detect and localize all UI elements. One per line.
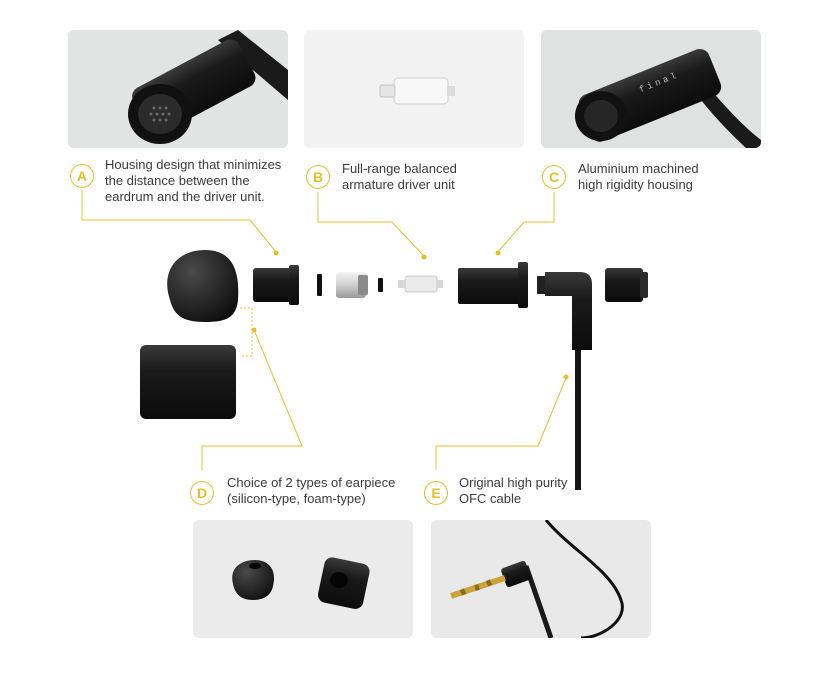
- dotted-guide: [240, 307, 253, 357]
- leader-line-c: [497, 192, 555, 253]
- callout-e-text: Original high purity OFC cable: [459, 475, 568, 506]
- leader-line-b: [317, 192, 425, 257]
- badge-a: A: [70, 164, 94, 188]
- ba-driver-part: [398, 275, 443, 293]
- callout-a-text: Housing design that minimizes the distan…: [105, 157, 282, 204]
- small-ring-part-2: [378, 278, 383, 292]
- cable-plug-photo: [431, 520, 651, 638]
- leader-line-e: [435, 377, 567, 470]
- foam-eartip-part: [140, 345, 236, 419]
- callout-c: C Aluminium machined high rigidity housi…: [542, 161, 699, 193]
- callout-a: A Housing design that minimizes the dist…: [70, 157, 281, 205]
- callout-e: E Original high purity OFC cable: [424, 475, 567, 507]
- silver-cap-part: [336, 272, 368, 298]
- front-nozzle-part: [253, 265, 299, 305]
- leader-line-a: [81, 190, 277, 253]
- callout-d-text: Choice of 2 types of earpiece (silicon-t…: [227, 475, 396, 506]
- small-ring-part: [317, 274, 322, 296]
- badge-d: D: [190, 481, 214, 505]
- leader-lines: [81, 190, 569, 470]
- silicon-eartip-part: [167, 250, 239, 322]
- leader-line-d: [201, 329, 303, 470]
- driver-unit-photo: [304, 30, 524, 148]
- badge-e: E: [424, 481, 448, 505]
- callout-d: D Choice of 2 types of earpiece (silicon…: [190, 475, 395, 507]
- aluminium-housing-photo: final: [541, 30, 761, 148]
- main-housing-part: [458, 262, 528, 308]
- callout-b: B Full-range balanced armature driver un…: [306, 161, 457, 193]
- badge-b: B: [306, 165, 330, 189]
- rear-cap-part: [605, 268, 648, 302]
- housing-closeup-photo: [68, 30, 288, 148]
- badge-c: C: [542, 165, 566, 189]
- callout-b-text: Full-range balanced armature driver unit: [342, 161, 457, 192]
- cable-part: [537, 272, 592, 490]
- callout-c-text: Aluminium machined high rigidity housing: [578, 161, 699, 192]
- eartips-photo: [193, 520, 413, 638]
